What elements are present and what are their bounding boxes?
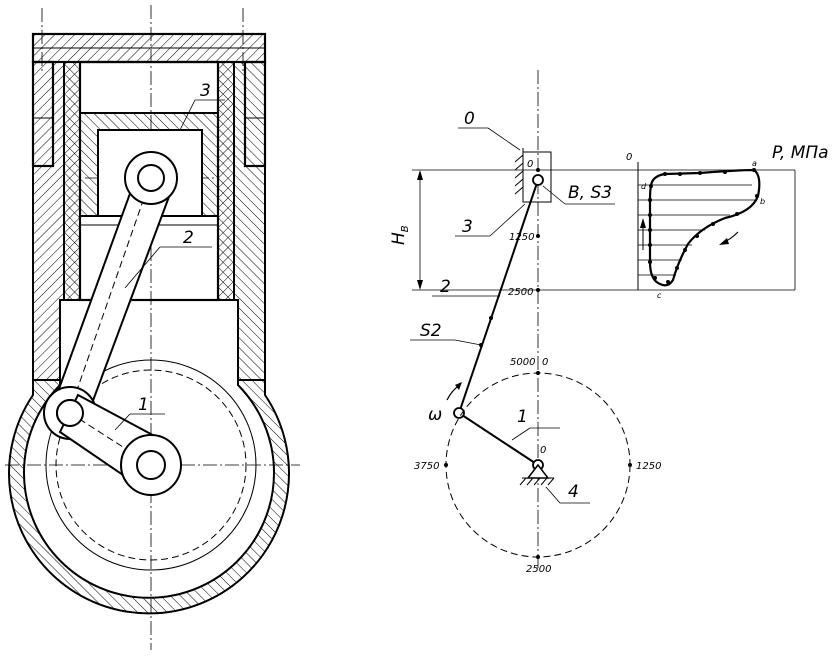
rod-link — [458, 179, 539, 414]
crankcase — [8, 379, 290, 615]
crank — [56, 393, 182, 496]
tick-circle-top: 5000 — [510, 357, 535, 368]
diagram-title: P, MПа — [772, 143, 829, 163]
point-c: c — [657, 291, 662, 300]
point-d: d — [641, 182, 647, 191]
tick-circle-bottom: 2500 — [526, 564, 551, 575]
indicator-diagram: 0 P, MПа a b c — [626, 143, 829, 300]
label-crank-scheme: 1 — [517, 407, 528, 427]
label-piston-scheme: 3 — [462, 217, 473, 237]
tick-circle-left: 3750 — [414, 461, 439, 472]
tick-circle-top-zero: 0 — [542, 357, 548, 368]
pressure-curve — [648, 168, 761, 287]
stroke-label: HB — [389, 225, 411, 245]
label-piston: 3 — [200, 81, 211, 101]
crankcase-inner — [45, 359, 257, 571]
tick-slider-1250: 1250 — [509, 232, 534, 243]
omega-label: ω — [428, 405, 442, 425]
label-rod-center: S2 — [420, 321, 442, 341]
diagram-origin: 0 — [626, 152, 632, 163]
crank-center-label: 0 — [540, 445, 546, 456]
crank-link — [458, 412, 539, 466]
label-zero-line: 0 — [464, 109, 475, 129]
label-point-b: B, S3 — [568, 183, 612, 203]
engine-section-view: 3 2 1 — [5, 5, 300, 650]
kinematic-scheme: HB — [389, 70, 796, 575]
joint-b — [532, 174, 544, 186]
tick-slider-2500: 2500 — [508, 287, 533, 298]
label-crank: 1 — [138, 395, 149, 415]
label-rod: 2 — [183, 228, 194, 248]
label-frame: 4 — [568, 482, 579, 502]
point-b: b — [760, 197, 765, 206]
point-a: a — [752, 159, 757, 168]
tick-circle-right: 1250 — [636, 461, 661, 472]
label-rod-scheme: 2 — [440, 277, 451, 297]
joint-a — [453, 407, 465, 419]
tick-slider-0: 0 — [527, 159, 533, 170]
frame-support — [526, 463, 550, 479]
